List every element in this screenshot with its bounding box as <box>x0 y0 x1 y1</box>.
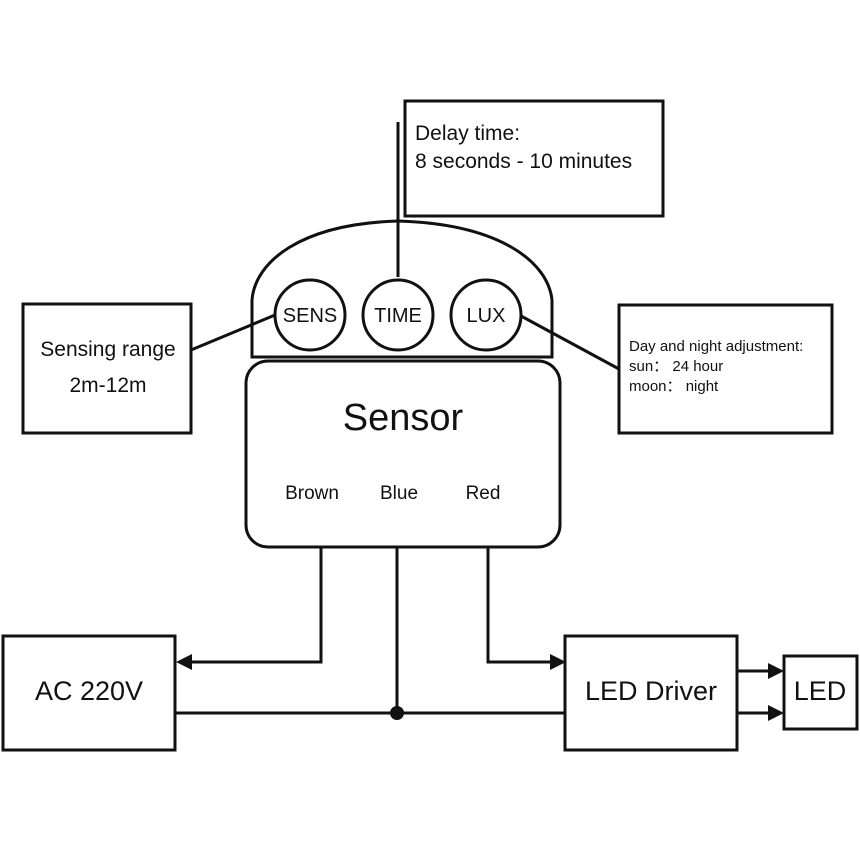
wire-label-brown: Brown <box>285 483 339 504</box>
day-night-label: Day and night adjustment: <box>629 338 803 355</box>
time-knob-label: TIME <box>374 305 422 327</box>
wire-label-red: Red <box>466 483 501 504</box>
delay-time-box <box>403 99 665 218</box>
lux-leader-line <box>520 314 620 371</box>
time-knob <box>361 278 435 352</box>
lux-knob <box>449 278 523 352</box>
led-box <box>782 654 859 731</box>
sensing-range-label: Sensing range <box>40 338 175 361</box>
arrow-to-led-top <box>768 663 784 679</box>
arrow-to-led-bottom <box>768 705 784 721</box>
sensor-title: Sensor <box>343 397 464 439</box>
sensing-range-value: 2m-12m <box>69 374 146 397</box>
brown-wire <box>190 547 323 664</box>
led-driver-box <box>563 634 739 752</box>
wire-label-blue: Blue <box>380 483 418 504</box>
arrow-to-ac <box>176 654 192 670</box>
sens-knob-label: SENS <box>283 305 337 327</box>
red-wire <box>486 547 552 664</box>
delay-time-label: Delay time: <box>415 122 520 145</box>
day-night-box <box>617 303 834 435</box>
sens-leader-line <box>190 313 276 352</box>
day-night-sun: sun： 24 hour <box>629 358 723 375</box>
junction-dot <box>390 706 404 720</box>
day-night-moon: moon： night <box>629 378 719 395</box>
led-driver-label: LED Driver <box>585 676 717 706</box>
delay-time-range: 8 seconds - 10 minutes <box>415 150 632 173</box>
ac-220v-box <box>1 634 177 752</box>
led-label: LED <box>794 676 847 706</box>
lux-knob-label: LUX <box>467 305 506 327</box>
arrow-to-driver <box>550 654 566 670</box>
sensing-range-box <box>21 302 193 435</box>
sensor-body <box>244 359 562 549</box>
sensor-dome <box>250 219 554 359</box>
ac-220v-label: AC 220V <box>35 676 143 706</box>
